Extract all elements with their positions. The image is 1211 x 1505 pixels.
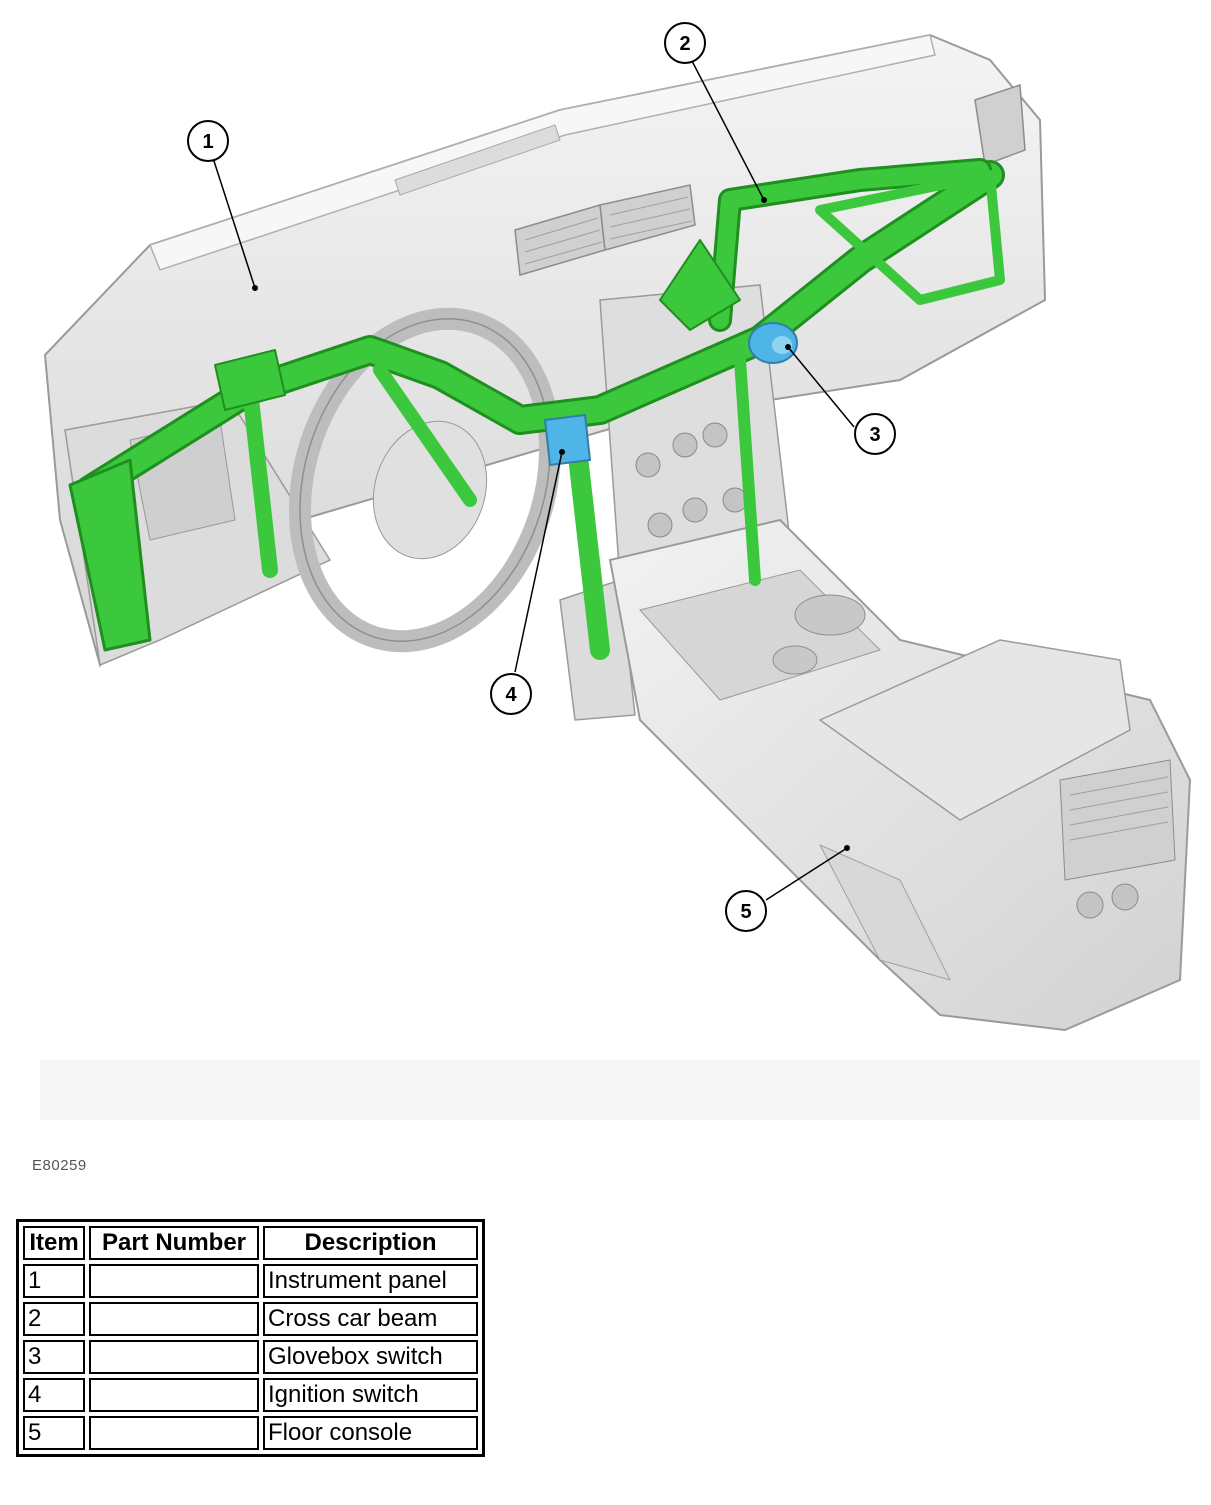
callout-5: 5 (725, 890, 767, 932)
callout-label: 1 (202, 131, 213, 153)
callout-label: 3 (869, 424, 880, 446)
cell-part-number (89, 1378, 259, 1412)
cell-part-number (89, 1416, 259, 1450)
cell-item: 4 (23, 1378, 85, 1412)
cell-item: 3 (23, 1340, 85, 1374)
callout-label: 4 (505, 684, 517, 706)
cell-part-number (89, 1302, 259, 1336)
header-item: Item (23, 1226, 85, 1260)
cell-part-number (89, 1264, 259, 1298)
callout-label: 5 (740, 901, 751, 923)
leader-lines (212, 60, 855, 901)
steering-wheel (289, 307, 561, 653)
dashboard-illustration: 1 2 3 4 5 (40, 22, 1200, 1120)
callout-label: 2 (679, 33, 690, 55)
table-row: 4 Ignition switch (23, 1378, 478, 1412)
leader-dots (252, 197, 850, 851)
table-row: 3 Glovebox switch (23, 1340, 478, 1374)
table-row: 2 Cross car beam (23, 1302, 478, 1336)
cross-car-beam (68, 158, 1005, 660)
legend-table: Item Part Number Description 1 Instrumen… (16, 1219, 485, 1457)
cell-description: Cross car beam (263, 1302, 478, 1336)
callout-4: 4 (490, 673, 532, 715)
cell-part-number (89, 1340, 259, 1374)
callout-3: 3 (854, 413, 896, 455)
header-description: Description (263, 1226, 478, 1260)
cell-description: Floor console (263, 1416, 478, 1450)
cell-item: 1 (23, 1264, 85, 1298)
cell-item: 2 (23, 1302, 85, 1336)
floor-console (608, 518, 1192, 1032)
header-part-number: Part Number (89, 1226, 259, 1260)
figure-id: E80259 (32, 1157, 87, 1174)
callout-2: 2 (664, 22, 706, 64)
legend-header-row: Item Part Number Description (23, 1226, 478, 1260)
table-row: 5 Floor console (23, 1416, 478, 1450)
cell-description: Ignition switch (263, 1378, 478, 1412)
ignition-switch-shape (543, 413, 592, 467)
cell-description: Glovebox switch (263, 1340, 478, 1374)
glovebox-switch-shape (748, 322, 798, 364)
callout-1: 1 (187, 120, 229, 162)
cell-description: Instrument panel (263, 1264, 478, 1298)
cell-item: 5 (23, 1416, 85, 1450)
floor-shadow (40, 1060, 1200, 1120)
table-row: 1 Instrument panel (23, 1264, 478, 1298)
